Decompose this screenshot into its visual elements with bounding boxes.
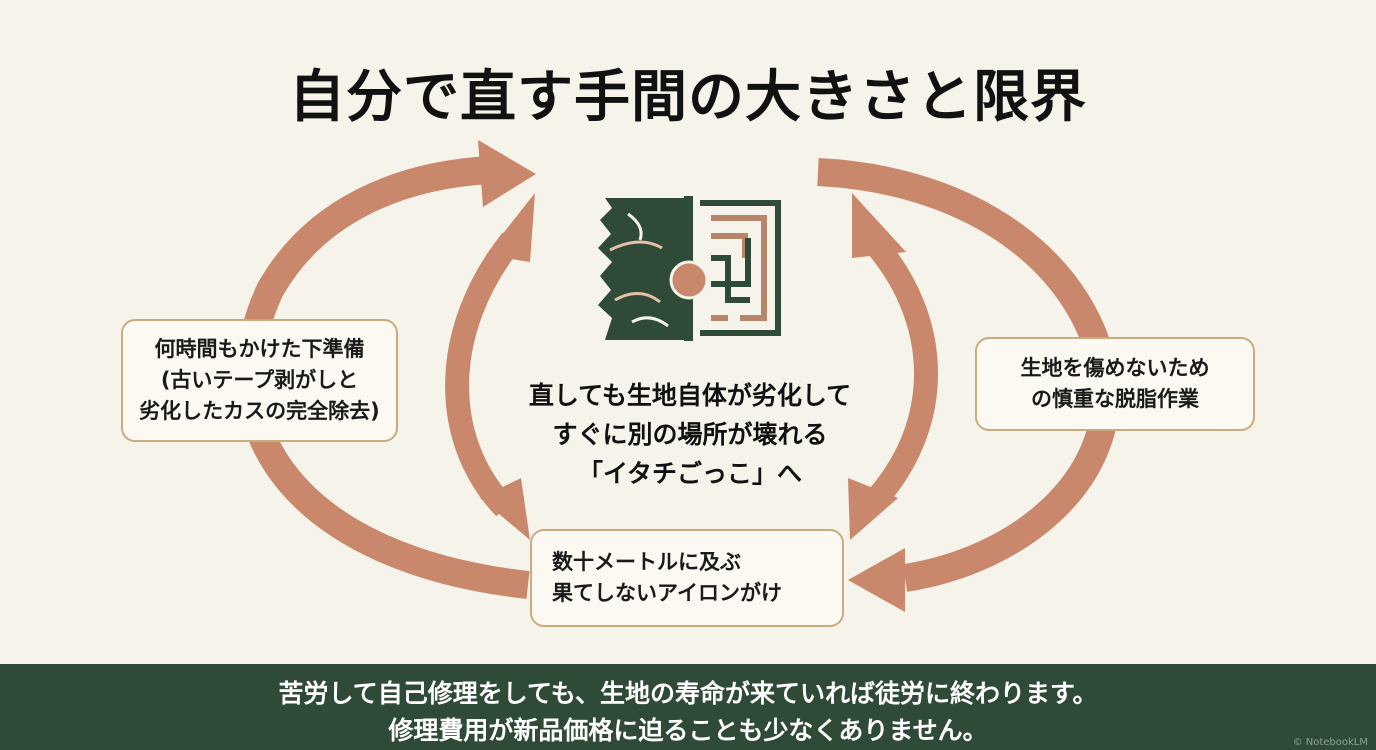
box-preparation: 何時間もかけた下準備 (古いテープ剥がしと 劣化したカスの完全除去) bbox=[121, 319, 398, 442]
banner-line-1: 苦労して自己修理をしても、生地の寿命が来ていれば徒労に終わります。 bbox=[278, 679, 1098, 708]
box-left-line-2: (古いテープ剥がしと bbox=[160, 368, 359, 392]
box-right-line-2: の慎重な脱脂作業 bbox=[1031, 387, 1199, 411]
credit-watermark: © NotebookLM bbox=[1292, 737, 1368, 748]
box-degreasing: 生地を傷めないため の慎重な脱脂作業 bbox=[975, 337, 1255, 431]
banner-line-2: 修理費用が新品価格に迫ることも少なくありません。 bbox=[388, 716, 988, 745]
torn-fabric-maze-icon bbox=[598, 196, 781, 341]
arrow-inner-left bbox=[445, 232, 522, 517]
box-right-line-1: 生地を傷めないため bbox=[1020, 356, 1210, 380]
arrowhead-inner-left-top bbox=[486, 193, 535, 262]
arrowhead-inner-right-top bbox=[852, 193, 906, 258]
box-bottom-line-1: 数十メートルに及ぶ bbox=[552, 550, 741, 574]
center-line-2: すぐに別の場所が壊れる bbox=[552, 420, 828, 449]
box-ironing: 数十メートルに及ぶ 果てしないアイロンがけ bbox=[530, 529, 844, 627]
arrow-inner-right bbox=[859, 229, 938, 517]
box-left-line-3: 劣化したカスの完全除去) bbox=[139, 399, 380, 423]
box-left-line-1: 何時間もかけた下準備 bbox=[154, 337, 365, 361]
arrowhead-inner-right-bottom bbox=[848, 478, 898, 540]
arrowhead-outer-left bbox=[478, 140, 536, 207]
center-line-1: 直しても生地自体が劣化して bbox=[528, 381, 852, 410]
arrowhead-outer-right bbox=[848, 548, 905, 612]
bottom-banner: 苦労して自己修理をしても、生地の寿命が来ていれば徒労に終わります。 修理費用が新… bbox=[0, 664, 1376, 750]
page-title: 自分で直す手間の大きさと限界 bbox=[289, 65, 1087, 130]
box-bottom-line-2: 果てしないアイロンがけ bbox=[552, 581, 782, 605]
center-caption: 直しても生地自体が劣化して すぐに別の場所が壊れる 「イタチごっこ」へ bbox=[470, 376, 910, 493]
center-line-3: 「イタチごっこ」へ bbox=[577, 459, 802, 488]
arrowhead-inner-left-bottom bbox=[480, 478, 530, 540]
